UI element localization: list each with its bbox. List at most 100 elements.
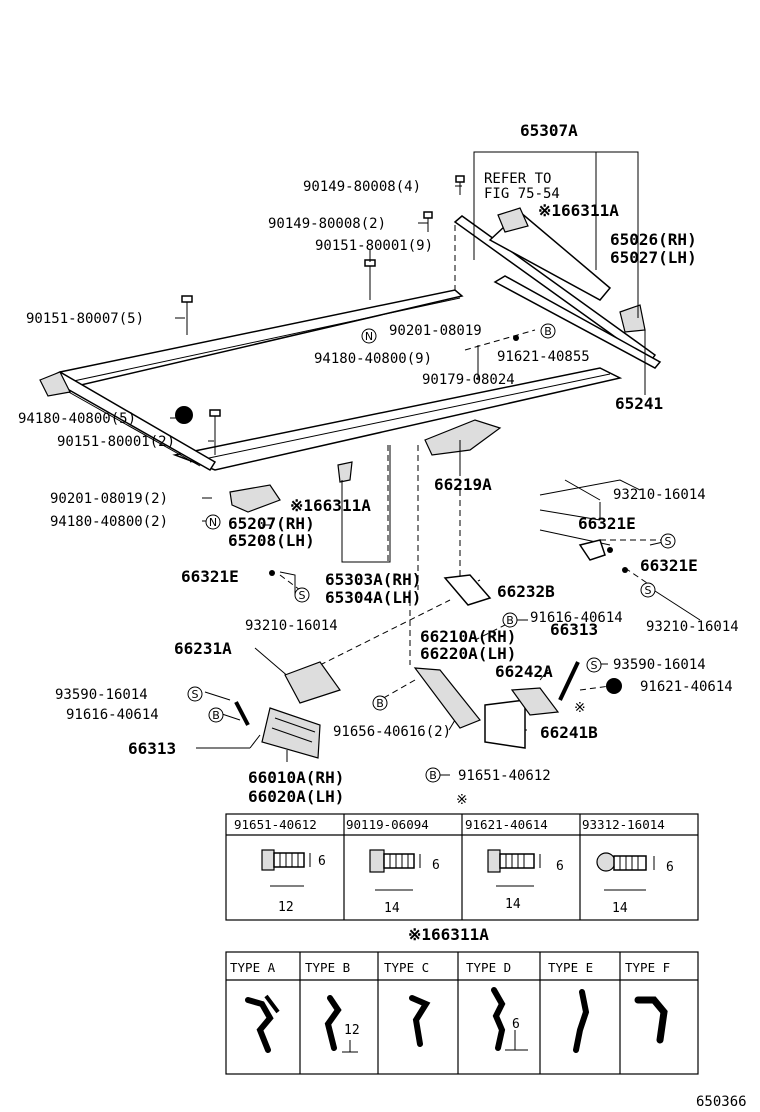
label-asterisk-2: ※ (574, 700, 586, 716)
bolt-drawing-1: 6 12 (261, 849, 326, 915)
svg-text:S: S (192, 688, 199, 701)
svg-text:S: S (591, 659, 598, 672)
label-65307A: 65307A (520, 121, 578, 140)
bolt-drawing-4: 6 14 (596, 852, 674, 916)
label-93210-r2: 93210-16014 (646, 619, 739, 635)
label-91616-l: 91616-40614 (66, 707, 159, 723)
roof-rack-frame (39, 175, 662, 694)
label-94180-2: 94180-40800(2) (50, 514, 168, 530)
label-90179: 90179-08024 (422, 372, 515, 388)
clip-type-c (409, 995, 431, 1047)
label-90201-2: 90201-08019(2) (50, 491, 168, 507)
type-table: ※166311A TYPE A TYPE B TYPE C TYPE D TYP… (225, 925, 699, 1075)
label-66232B: 66232B (497, 582, 555, 601)
label-91651-40612: 91651-40612 (458, 768, 551, 784)
label-91621-40855: 91621-40855 (497, 349, 590, 365)
label-90151-5: 90151-80007(5) (26, 311, 144, 327)
label-65207: 65207(RH) (228, 514, 315, 533)
label-66231A: 66231A (174, 639, 232, 658)
svg-text:N: N (209, 516, 217, 529)
label-66220A: 66220A(LH) (420, 644, 516, 663)
svg-text:B: B (212, 709, 220, 722)
label-65026: 65026(RH) (610, 230, 697, 249)
marker-s-3: S (294, 587, 310, 603)
label-65241: 65241 (615, 394, 663, 413)
label-refer-1: REFER TO (484, 171, 551, 187)
marker-s-5: S (187, 686, 203, 702)
label-166311A-top: ※166311A (538, 201, 619, 220)
svg-text:S: S (299, 589, 306, 602)
type-header-f: TYPE F (625, 960, 670, 975)
type-table-title: ※166311A (408, 925, 489, 944)
svg-text:6: 6 (318, 854, 326, 869)
label-65027: 65027(LH) (610, 248, 697, 267)
label-66020A: 66020A(LH) (248, 787, 344, 806)
label-66321E-r1: 66321E (578, 514, 636, 533)
label-66210A: 66210A(RH) (420, 627, 516, 646)
type-header-c: TYPE C (384, 960, 429, 975)
label-66321E-l: 66321E (181, 567, 239, 586)
label-93590-l: 93590-16014 (55, 687, 148, 703)
svg-text:6: 6 (432, 858, 440, 873)
lower-parts (234, 335, 641, 759)
marker-b-2: B (502, 612, 518, 628)
svg-text:B: B (506, 614, 514, 627)
label-166311A-mid: ※166311A (290, 496, 371, 515)
label-90151-2: 90151-80001(2) (57, 434, 175, 450)
svg-text:14: 14 (505, 897, 521, 912)
marker-b-3: B (208, 707, 224, 723)
label-90151-9: 90151-80001(9) (315, 238, 433, 254)
svg-text:14: 14 (612, 901, 628, 916)
bolt-header-4: 93312-16014 (582, 817, 665, 832)
svg-text:6: 6 (556, 859, 564, 874)
type-header-a: TYPE A (230, 960, 276, 975)
svg-text:6: 6 (512, 1017, 520, 1032)
bolt-drawing-3: 6 14 (487, 849, 564, 912)
clip-type-d: 6 (491, 987, 528, 1051)
label-66321E-r2: 66321E (640, 556, 698, 575)
bolt-drawing-2: 6 14 (369, 849, 440, 916)
label-66241B: 66241B (540, 723, 598, 742)
bolt-header-2: 90119-06094 (346, 817, 429, 832)
svg-text:12: 12 (278, 900, 294, 915)
label-93210-l: 93210-16014 (245, 618, 338, 634)
label-91621-40614: 91621-40614 (640, 679, 733, 695)
marker-s-4: S (586, 657, 602, 673)
label-90201-a: 90201-08019 (389, 323, 482, 339)
svg-text:12: 12 (344, 1023, 360, 1038)
marker-b-4: B (372, 695, 388, 711)
svg-text:14: 14 (384, 901, 400, 916)
marker-b-1: B (540, 323, 556, 339)
bolt-spec-table: 91651-40612 90119-06094 91621-40614 9331… (225, 813, 699, 921)
clip-type-e (573, 989, 590, 1053)
label-refer-2: FIG 75-54 (484, 186, 560, 202)
svg-text:B: B (376, 697, 384, 710)
label-65303A: 65303A(RH) (325, 570, 421, 589)
svg-text:S: S (665, 535, 672, 548)
dashed-leaders (279, 225, 662, 701)
marker-s-1: S (660, 533, 676, 549)
label-90149-4: 90149-80008(4) (303, 179, 421, 195)
label-90149-2: 90149-80008(2) (268, 216, 386, 232)
diagram-id: 650366 (696, 1094, 747, 1110)
clip-type-b: 12 (324, 995, 360, 1053)
label-91656: 91656-40616(2) (333, 724, 451, 740)
svg-text:B: B (429, 769, 437, 782)
label-66219A: 66219A (434, 475, 492, 494)
type-header-d: TYPE D (466, 960, 511, 975)
callout-labels: 65307A REFER TO FIG 75-54 ※166311A 90149… (18, 121, 739, 808)
label-91616-r: 91616-40614 (530, 610, 623, 626)
type-header-e: TYPE E (548, 960, 593, 975)
label-65304A: 65304A(LH) (325, 588, 421, 607)
label-94180-5: 94180-40800(5) (18, 411, 136, 427)
label-66242A: 66242A (495, 662, 553, 681)
marker-b-5: B (425, 767, 441, 783)
marker-n-2: N (205, 514, 221, 530)
marker-s-2: S (640, 582, 656, 598)
label-93590-r: 93590-16014 (613, 657, 706, 673)
label-93210-r1: 93210-16014 (613, 487, 706, 503)
svg-text:N: N (365, 330, 373, 343)
type-header-b: TYPE B (305, 960, 350, 975)
label-66010A: 66010A(RH) (248, 768, 344, 787)
